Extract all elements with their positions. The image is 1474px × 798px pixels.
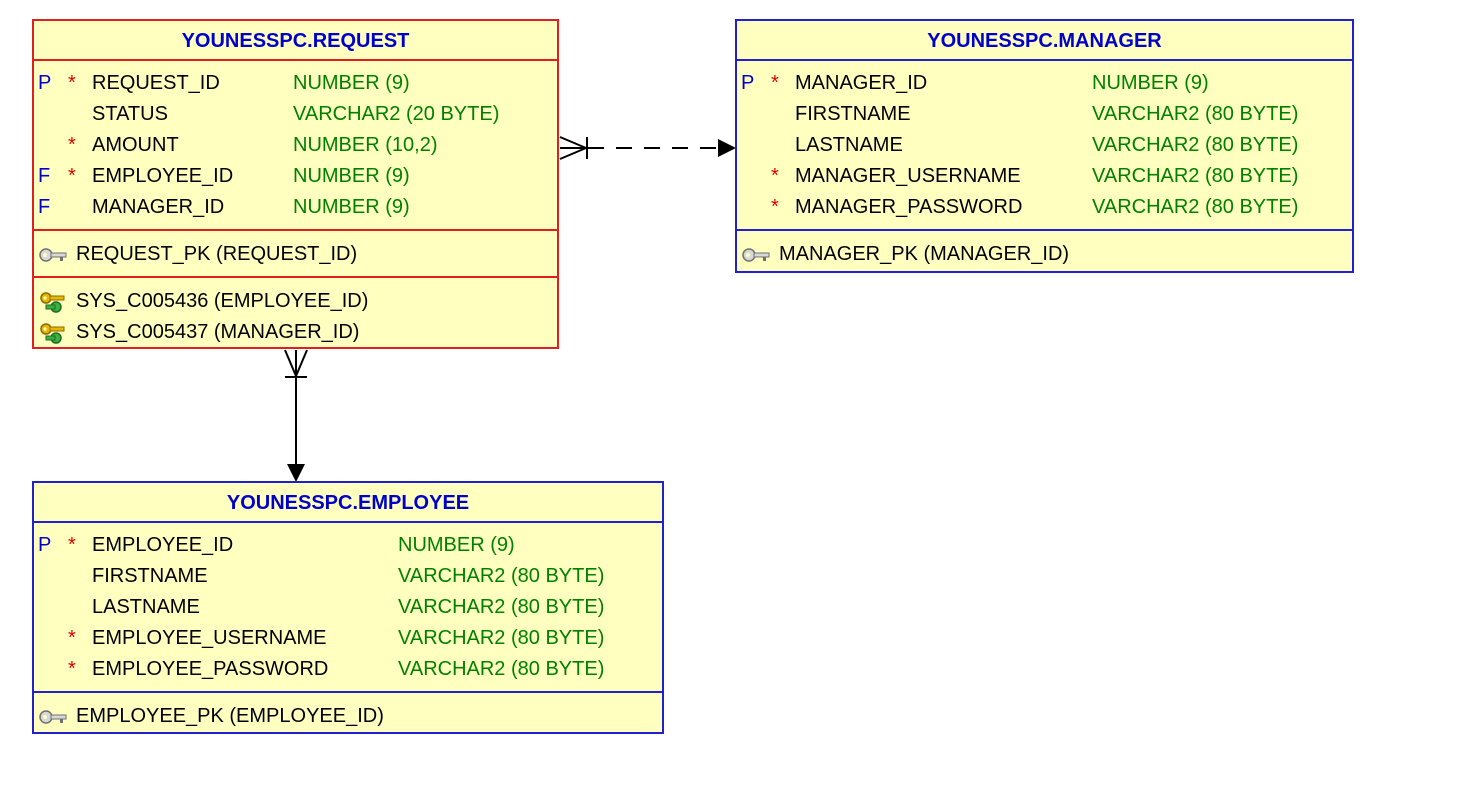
column-row[interactable]: LASTNAME VARCHAR2 (80 BYTE) [737, 130, 1352, 161]
column-name: EMPLOYEE_PASSWORD [92, 658, 329, 680]
primary-key-row[interactable]: REQUEST_PK (REQUEST_ID) [34, 239, 557, 270]
column-type: NUMBER (10,2) [293, 134, 438, 156]
column-type: NUMBER (9) [293, 165, 410, 187]
column-row[interactable]: F MANAGER_ID NUMBER (9) [34, 192, 557, 223]
column-name: FIRSTNAME [795, 103, 911, 125]
column-name: EMPLOYEE_ID [92, 534, 234, 556]
column-name: LASTNAME [795, 134, 903, 156]
column-list: P * REQUEST_ID NUMBER (9) STATUS VARCHAR… [34, 61, 557, 231]
required-marker: * [771, 72, 779, 94]
key-marker: P [38, 534, 52, 556]
required-marker: * [771, 196, 779, 218]
column-name: MANAGER_PASSWORD [795, 196, 1023, 218]
column-row[interactable]: * MANAGER_PASSWORD VARCHAR2 (80 BYTE) [737, 192, 1352, 223]
column-row[interactable]: FIRSTNAME VARCHAR2 (80 BYTE) [737, 99, 1352, 130]
key-marker: P [741, 72, 755, 94]
primary-key-row[interactable]: MANAGER_PK (MANAGER_ID) [737, 239, 1352, 270]
column-name: MANAGER_ID [92, 196, 225, 218]
column-name: STATUS [92, 103, 168, 125]
column-name: EMPLOYEE_USERNAME [92, 627, 327, 649]
column-row[interactable]: * MANAGER_USERNAME VARCHAR2 (80 BYTE) [737, 161, 1352, 192]
column-name: LASTNAME [92, 596, 200, 618]
column-name: EMPLOYEE_ID [92, 165, 234, 187]
column-type: VARCHAR2 (80 BYTE) [398, 627, 605, 649]
primary-key-label: REQUEST_PK (REQUEST_ID) [76, 243, 358, 265]
relationship-request-manager[interactable] [559, 136, 736, 160]
key-marker: F [38, 165, 51, 187]
required-marker: * [771, 165, 779, 187]
entity-title: YOUNESSPC.EMPLOYEE [34, 483, 662, 523]
column-type: VARCHAR2 (20 BYTE) [293, 103, 500, 125]
column-name: AMOUNT [92, 134, 179, 156]
required-marker: * [68, 658, 76, 680]
foreign-key-section: SYS_C005436 (EMPLOYEE_ID) SYS_C005437 (M… [34, 278, 557, 354]
foreign-key-label: SYS_C005437 (MANAGER_ID) [76, 321, 360, 343]
primary-key-section: EMPLOYEE_PK (EMPLOYEE_ID) [34, 693, 662, 738]
column-name: REQUEST_ID [92, 72, 220, 94]
key-marker: P [38, 72, 52, 94]
column-type: VARCHAR2 (80 BYTE) [1092, 165, 1299, 187]
entity-request[interactable]: YOUNESSPC.REQUEST P * REQUEST_ID NUMBER … [32, 19, 559, 349]
foreign-key-row[interactable]: SYS_C005437 (MANAGER_ID) [34, 317, 557, 348]
primary-key-icon [39, 248, 67, 262]
column-name: FIRSTNAME [92, 565, 208, 587]
foreign-key-icon [40, 323, 65, 344]
entity-title: YOUNESSPC.MANAGER [737, 21, 1352, 61]
column-row[interactable]: * EMPLOYEE_PASSWORD VARCHAR2 (80 BYTE) [34, 654, 662, 685]
primary-key-label: EMPLOYEE_PK (EMPLOYEE_ID) [76, 705, 384, 727]
column-type: VARCHAR2 (80 BYTE) [398, 596, 605, 618]
column-type: NUMBER (9) [398, 534, 515, 556]
entity-title: YOUNESSPC.REQUEST [34, 21, 557, 61]
column-row[interactable]: F * EMPLOYEE_ID NUMBER (9) [34, 161, 557, 192]
column-type: NUMBER (9) [293, 72, 410, 94]
column-row[interactable]: P * MANAGER_ID NUMBER (9) [737, 68, 1352, 99]
required-marker: * [68, 134, 76, 156]
required-marker: * [68, 534, 76, 556]
foreign-key-row[interactable]: SYS_C005436 (EMPLOYEE_ID) [34, 286, 557, 317]
column-row[interactable]: STATUS VARCHAR2 (20 BYTE) [34, 99, 557, 130]
column-type: VARCHAR2 (80 BYTE) [398, 565, 605, 587]
column-row[interactable]: P * REQUEST_ID NUMBER (9) [34, 68, 557, 99]
key-marker: F [38, 196, 51, 218]
column-type: VARCHAR2 (80 BYTE) [398, 658, 605, 680]
column-row[interactable]: * AMOUNT NUMBER (10,2) [34, 130, 557, 161]
primary-key-icon [39, 710, 67, 724]
column-row[interactable]: P * EMPLOYEE_ID NUMBER (9) [34, 530, 662, 561]
entity-manager[interactable]: YOUNESSPC.MANAGER P * MANAGER_ID NUMBER … [735, 19, 1354, 273]
primary-key-label: MANAGER_PK (MANAGER_ID) [779, 243, 1070, 265]
primary-key-icon [742, 248, 770, 262]
column-row[interactable]: LASTNAME VARCHAR2 (80 BYTE) [34, 592, 662, 623]
column-list: P * EMPLOYEE_ID NUMBER (9) FIRSTNAME VAR… [34, 523, 662, 693]
required-marker: * [68, 72, 76, 94]
column-row[interactable]: * EMPLOYEE_USERNAME VARCHAR2 (80 BYTE) [34, 623, 662, 654]
column-type: NUMBER (9) [1092, 72, 1209, 94]
primary-key-section: REQUEST_PK (REQUEST_ID) [34, 231, 557, 278]
column-name: MANAGER_ID [795, 72, 928, 94]
entity-employee[interactable]: YOUNESSPC.EMPLOYEE P * EMPLOYEE_ID NUMBE… [32, 481, 664, 734]
column-type: NUMBER (9) [293, 196, 410, 218]
column-type: VARCHAR2 (80 BYTE) [1092, 134, 1299, 156]
primary-key-row[interactable]: EMPLOYEE_PK (EMPLOYEE_ID) [34, 701, 662, 732]
column-row[interactable]: FIRSTNAME VARCHAR2 (80 BYTE) [34, 561, 662, 592]
foreign-key-icon [40, 292, 65, 313]
primary-key-section: MANAGER_PK (MANAGER_ID) [737, 231, 1352, 276]
required-marker: * [68, 165, 76, 187]
column-name: MANAGER_USERNAME [795, 165, 1021, 187]
column-list: P * MANAGER_ID NUMBER (9) FIRSTNAME VARC… [737, 61, 1352, 231]
column-type: VARCHAR2 (80 BYTE) [1092, 196, 1299, 218]
foreign-key-label: SYS_C005436 (EMPLOYEE_ID) [76, 290, 369, 312]
required-marker: * [68, 627, 76, 649]
relationship-request-employee[interactable] [284, 349, 308, 482]
column-type: VARCHAR2 (80 BYTE) [1092, 103, 1299, 125]
